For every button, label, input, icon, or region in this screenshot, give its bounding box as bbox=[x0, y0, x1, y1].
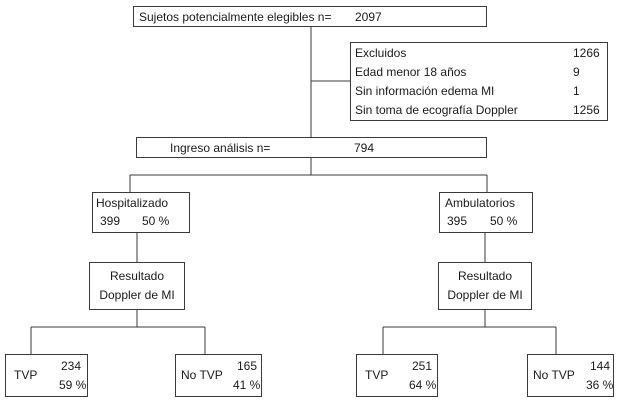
hospitalized-box: Hospitalizado 399 50 % bbox=[92, 192, 190, 233]
analysis-label: Ingreso análisis n= bbox=[170, 141, 271, 155]
eligible-value: 2097 bbox=[355, 10, 382, 24]
result-right-line2: Doppler de MI bbox=[447, 288, 523, 302]
excluded-value: 1266 bbox=[573, 46, 600, 60]
ambulatory-box: Ambulatorios 395 50 % bbox=[439, 192, 533, 233]
ambulatory-label: Ambulatorios bbox=[445, 196, 516, 210]
hosp-tvp-box: TVP 234 59 % bbox=[5, 354, 88, 397]
result-left-line2: Doppler de MI bbox=[99, 288, 175, 302]
excluded-doppler-label: Sin toma de ecografía Doppler bbox=[355, 103, 518, 117]
amb-tvp-n: 251 bbox=[412, 359, 433, 373]
ambulatory-pct: 50 % bbox=[490, 214, 518, 228]
amb-no-tvp-label: No TVP bbox=[533, 368, 575, 382]
excluded-age-label: Edad menor 18 años bbox=[355, 65, 467, 79]
hosp-tvp-pct: 59 % bbox=[59, 378, 87, 392]
amb-tvp-label: TVP bbox=[365, 368, 389, 382]
eligible-box: Sujetos potencialmente elegibles n= 2097 bbox=[133, 6, 487, 27]
hospitalized-pct: 50 % bbox=[142, 214, 170, 228]
amb-tvp-box: TVP 251 64 % bbox=[356, 354, 438, 397]
result-right-line1: Resultado bbox=[457, 269, 513, 283]
hosp-no-tvp-n: 165 bbox=[237, 359, 258, 373]
amb-no-tvp-pct: 36 % bbox=[586, 378, 614, 392]
hosp-no-tvp-box: No TVP 165 41 % bbox=[175, 354, 262, 397]
hosp-no-tvp-pct: 41 % bbox=[233, 378, 261, 392]
hosp-tvp-n: 234 bbox=[61, 359, 82, 373]
eligible-label: Sujetos potencialmente elegibles n= bbox=[139, 10, 332, 24]
result-left-line1: Resultado bbox=[109, 269, 165, 283]
excluded-edema-label: Sin información edema MI bbox=[355, 84, 495, 98]
excluded-box: Excluidos 1266 Edad menor 18 años 9 Sin … bbox=[350, 42, 608, 121]
result-right-box: Resultado Doppler de MI bbox=[438, 262, 532, 310]
result-left-box: Resultado Doppler de MI bbox=[89, 262, 185, 310]
amb-tvp-pct: 64 % bbox=[409, 378, 437, 392]
analysis-box: Ingreso análisis n= 794 bbox=[136, 137, 487, 158]
ambulatory-n: 395 bbox=[447, 214, 468, 228]
hospitalized-label: Hospitalizado bbox=[96, 196, 169, 210]
amb-no-tvp-box: No TVP 144 36 % bbox=[527, 354, 614, 397]
amb-no-tvp-n: 144 bbox=[590, 359, 611, 373]
hospitalized-n: 399 bbox=[100, 214, 121, 228]
excluded-label: Excluidos bbox=[355, 46, 407, 60]
analysis-value: 794 bbox=[354, 141, 375, 155]
excluded-edema-value: 1 bbox=[573, 84, 580, 98]
hosp-tvp-label: TVP bbox=[14, 368, 38, 382]
excluded-doppler-value: 1256 bbox=[573, 103, 600, 117]
excluded-age-value: 9 bbox=[573, 65, 580, 79]
hosp-no-tvp-label: No TVP bbox=[181, 368, 223, 382]
